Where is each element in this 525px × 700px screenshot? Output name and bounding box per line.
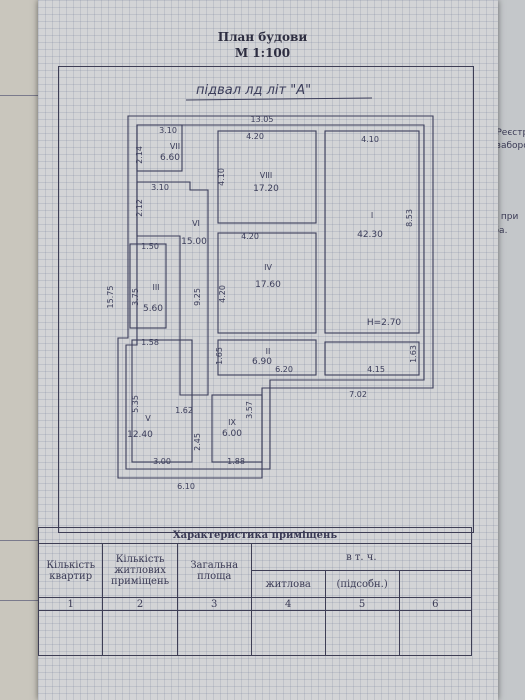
room-iv [217, 232, 317, 334]
room-vii [136, 124, 183, 172]
room-area-iv: 17.60 [255, 280, 281, 290]
plan-scale: М 1:100 [234, 46, 291, 60]
room-num-vii: VII [170, 142, 180, 151]
room-viii [217, 130, 317, 224]
room-area-ii: 6.90 [252, 357, 272, 367]
room-num-vi: VI [192, 219, 200, 228]
col-kvartyr: Кількість квартир [37, 543, 104, 598]
dim-2-12: 2.12 [135, 199, 144, 217]
dim-4-10-right: 4.10 [361, 135, 379, 144]
table-cell [37, 610, 104, 656]
room-v [131, 339, 193, 463]
col-num-5: 5 [324, 597, 400, 611]
dim-8-53: 8.53 [405, 209, 414, 227]
dim-3-10-mid: 3.10 [151, 183, 169, 192]
table-cell [102, 610, 178, 656]
dim-2-45: 2.45 [193, 433, 202, 451]
col-num-3: 3 [176, 597, 252, 611]
room-iii [129, 243, 167, 329]
dim-3-57: 3.57 [245, 401, 254, 419]
dim-6-10: 6.10 [177, 482, 195, 491]
room-num-i: I [371, 211, 373, 220]
dim-1-62: 1.62 [175, 406, 193, 415]
dim-1-50: 1.50 [141, 242, 159, 251]
room-num-v: V [145, 414, 151, 423]
col-num-2: 2 [102, 597, 178, 611]
dim-1-65: 1.65 [215, 347, 224, 365]
room-num-viii: VIII [260, 171, 273, 180]
right-sheet-text-3: уг при [488, 212, 519, 222]
table-cell [324, 610, 400, 656]
table-cell [176, 610, 252, 656]
room-area-i: 42.30 [357, 230, 383, 240]
room-area-v: 12.40 [127, 430, 153, 440]
dim-3-00: 3.00 [153, 457, 171, 466]
dim-1-63: 1.63 [409, 345, 418, 363]
dim-13-05: 13.05 [251, 115, 274, 124]
table-cell [398, 610, 473, 656]
dim-2-14: 2.14 [135, 146, 144, 164]
room-ix [211, 394, 263, 463]
room-ii [217, 339, 317, 376]
dim-5-35: 5.35 [131, 395, 140, 413]
col-zhytlova: житлова [250, 570, 326, 598]
room-right-small [324, 341, 420, 376]
height-note: Н=2.70 [367, 318, 402, 328]
room-i [324, 130, 420, 334]
dim-4-10-viii: 4.10 [217, 168, 226, 186]
dim-4-20-top: 4.20 [246, 132, 264, 141]
room-num-iv: IV [264, 263, 272, 272]
dim-3-75: 3.75 [131, 288, 140, 306]
dim-4-20-mid: 4.20 [241, 232, 259, 241]
outer-wall [117, 115, 434, 479]
col-pidsobni: (підсобн.) [324, 570, 400, 598]
dim-15-75: 15.75 [106, 286, 115, 309]
col-num-1: 1 [37, 597, 104, 611]
dim-7-02: 7.02 [349, 390, 367, 399]
right-sheet-text-1: а Реєстр [488, 128, 525, 138]
room-num-ix: IX [228, 418, 236, 427]
dim-1-58: 1.58 [141, 338, 159, 347]
room-num-ii: II [266, 347, 271, 356]
dim-4-20-iv: 4.20 [218, 285, 227, 303]
dim-9-25: 9.25 [193, 288, 202, 306]
room-area-iii: 5.60 [143, 304, 163, 314]
col-num-4: 4 [250, 597, 326, 611]
table-cell [250, 610, 326, 656]
room-area-vii: 6.60 [160, 153, 180, 163]
room-characteristics-table: Характеристика приміщень Кількість кварт… [37, 527, 473, 660]
dim-6-20: 6.20 [275, 365, 293, 374]
dim-3-10-top: 3.10 [159, 126, 177, 135]
outer-wall-inner [125, 124, 425, 470]
plan-title: План будови [217, 30, 308, 44]
plan-label: підвал лд літ "А" [196, 83, 311, 98]
col-zhytlovykh: Кількість житлових приміщень [102, 543, 178, 598]
room-area-vi: 15.00 [181, 237, 207, 247]
table-title: Характеристика приміщень [38, 527, 472, 544]
col-zahalna-ploshcha: Загальна площа [176, 543, 252, 598]
dim-1-88: 1.88 [227, 457, 245, 466]
room-area-viii: 17.20 [253, 184, 279, 194]
room-area-ix: 6.00 [222, 429, 242, 439]
col-v-t-ch: в т. ч. [250, 543, 473, 571]
dim-4-15: 4.15 [367, 365, 385, 374]
room-num-iii: III [152, 283, 159, 292]
col-num-6: 6 [398, 597, 473, 611]
room-vi [136, 181, 209, 396]
right-sheet-text-2: у заборо [488, 141, 525, 151]
col-empty [398, 570, 473, 598]
